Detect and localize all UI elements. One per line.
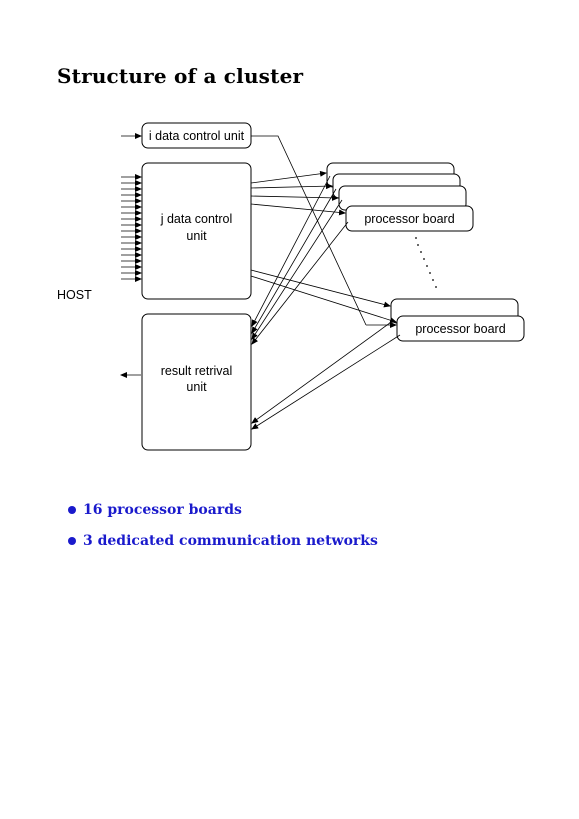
j-unit-label-line2: unit xyxy=(186,229,207,243)
continuation-dots xyxy=(415,237,437,288)
processor-board-stack-bottom: processor board xyxy=(390,298,525,342)
host-label: HOST xyxy=(57,288,92,302)
i-broadcast-connection xyxy=(251,135,397,328)
bullet-dot-icon xyxy=(68,536,76,545)
bullet-list: 16 processor boards 3 dedicated communic… xyxy=(68,494,378,556)
j-to-top-boards xyxy=(250,170,346,216)
result-retrival-unit: result retrival unit xyxy=(141,313,252,451)
result-unit-label-line2: unit xyxy=(186,380,207,394)
j-input-arrows xyxy=(121,174,142,282)
result-unit-label-line1: result retrival xyxy=(161,364,233,378)
bullet-item: 16 processor boards xyxy=(68,494,378,525)
bullet-text: 16 processor boards xyxy=(83,501,242,518)
processor-board xyxy=(345,205,474,232)
processor-board-label: processor board xyxy=(364,212,454,226)
j-unit-label-line1: j data control xyxy=(160,212,233,226)
processor-board xyxy=(396,315,525,342)
top-boards-to-result xyxy=(251,175,349,345)
processor-board-stack-top: processor board xyxy=(326,162,474,232)
j-data-control-unit: j data control unit xyxy=(141,162,252,300)
j-to-bottom-boards xyxy=(250,269,397,324)
bullet-item: 3 dedicated communication networks xyxy=(68,525,378,556)
processor-board-label: processor board xyxy=(415,322,505,336)
i-data-control-unit: i data control unit xyxy=(141,122,252,149)
bottom-boards-to-result xyxy=(251,319,401,430)
bullet-dot-icon xyxy=(68,505,76,514)
i-unit-label: i data control unit xyxy=(149,129,245,143)
page-title: Structure of a cluster xyxy=(57,64,304,88)
bullet-text: 3 dedicated communication networks xyxy=(83,532,378,549)
